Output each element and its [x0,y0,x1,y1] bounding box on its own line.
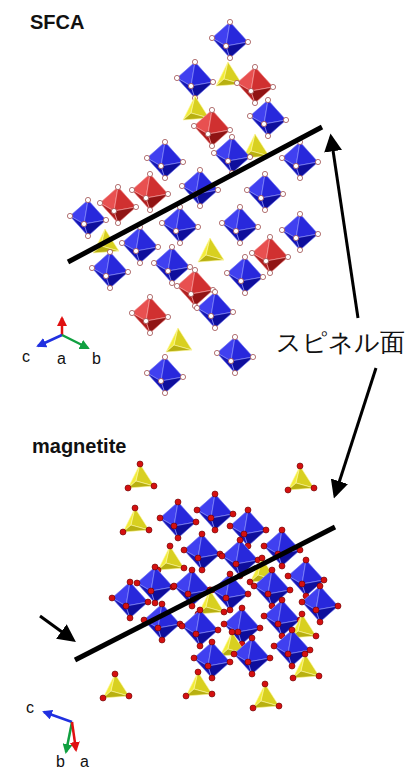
axis-triad [38,318,88,348]
spinel-plane-line [75,527,335,660]
structure-title: SFCA [30,12,84,32]
leader-arrow [331,137,358,318]
axis-triad [44,712,76,752]
axis-label: c [26,700,34,716]
spinel-plane-line [68,127,322,262]
leader-arrow [335,368,376,495]
axis-label: c [22,349,30,365]
axis-label: b [56,754,65,770]
axis-label: a [57,351,66,367]
axis-label: b [92,351,101,367]
plane-label: スピネル面 [276,330,405,355]
axis-label: a [80,754,89,770]
structure-title: magnetite [32,436,126,456]
leader-arrow [40,616,73,640]
